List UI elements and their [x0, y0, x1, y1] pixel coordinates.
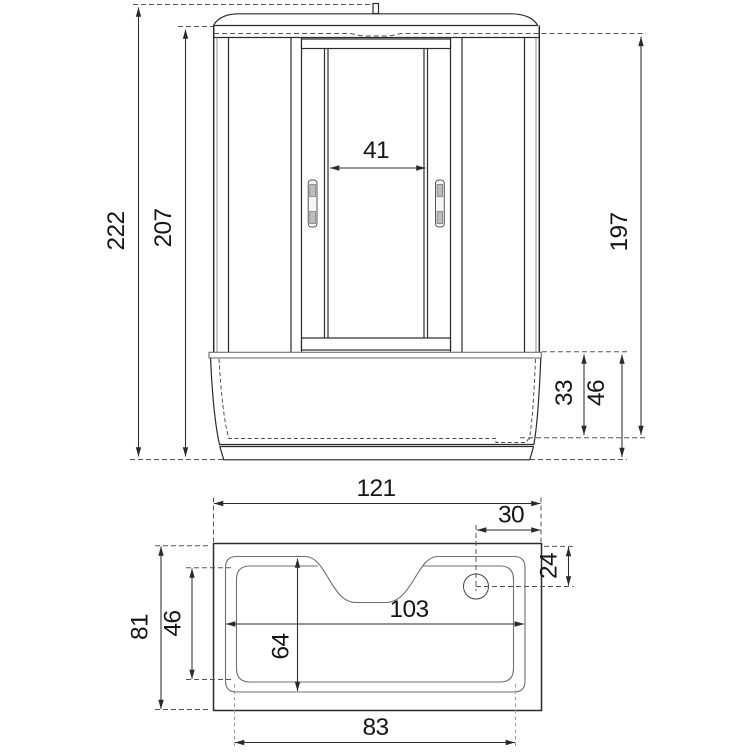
roof-hidden-back-edge [214, 33, 646, 37]
tray-front [208, 351, 542, 461]
tray-hidden-right [528, 358, 536, 440]
door-header-track [300, 38, 452, 50]
shower-head-knob [372, 2, 380, 15]
dim-basin-depth-label: 33 [551, 380, 578, 406]
dim-drain-right-label: 30 [498, 502, 524, 529]
dim-basin-bottom-width-label: 83 [362, 714, 388, 741]
front-dimensions: 222 207 197 41 33 46 [103, 4, 647, 460]
tray-apron [209, 357, 542, 446]
dim-drain-back-label: 24 [536, 553, 563, 579]
tray-plinth [219, 445, 535, 461]
dim-outer-width-label: 121 [356, 475, 395, 502]
dim-tray-height-label: 46 [583, 380, 610, 406]
door-handle-left [307, 179, 318, 228]
dim-total-height-label: 222 [103, 211, 130, 250]
dim-door-opening-label: 41 [363, 137, 389, 164]
rim-outline [224, 555, 526, 693]
dim-basin-left-depth-label: 46 [160, 610, 187, 636]
drain [463, 525, 574, 600]
dim-basin-width-label: 103 [389, 596, 428, 623]
dim-cabin-height-label: 207 [150, 208, 177, 247]
tray-rim-plan [224, 555, 526, 693]
front-view: 222 207 197 41 33 46 [103, 2, 647, 461]
tray-outer-rect [212, 542, 543, 712]
tray-hidden-basin [218, 358, 529, 443]
roof [212, 2, 646, 39]
dim-outer-depth-label: 81 [127, 614, 154, 640]
tray-rim [208, 351, 542, 359]
roof-top-outline [212, 13, 539, 26]
basin-outline [235, 565, 515, 683]
top-view: 121 30 24 81 46 103 64 83 [127, 475, 574, 749]
sliding-doors [300, 38, 452, 351]
seat-cutout-curve [305, 555, 438, 604]
cabin-frame [212, 25, 541, 352]
dim-glass-height-label: 197 [606, 212, 633, 251]
door-bottom-sill [300, 337, 452, 351]
door-handle-right [435, 179, 445, 228]
dim-basin-depth-plan-label: 64 [268, 633, 295, 659]
top-dimensions: 121 30 24 81 46 103 64 83 [127, 475, 574, 749]
